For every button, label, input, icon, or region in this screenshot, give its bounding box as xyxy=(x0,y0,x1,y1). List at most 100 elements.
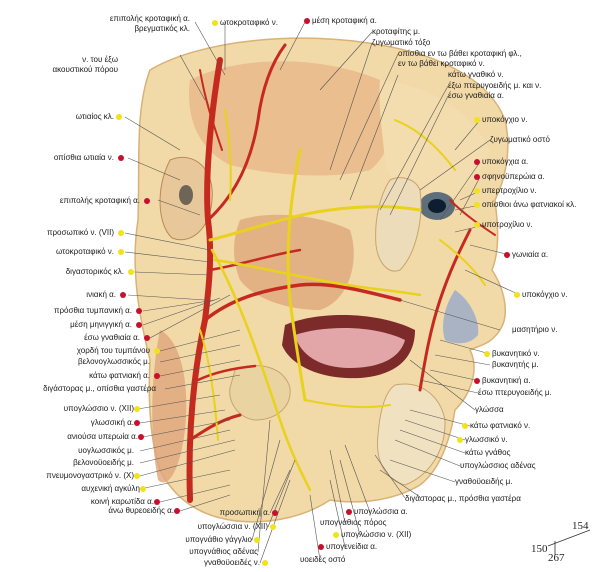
label-mylohyoid: γναθοϋοειδής μ. xyxy=(455,477,513,486)
nerve-marker xyxy=(116,114,122,120)
nerve-marker xyxy=(474,188,480,194)
label-posterior-superior-alveolar: οπίσθιοι άνω φατνιακοί κλ. xyxy=(482,200,577,209)
label-hypoglossal-nerve-bottom: υπογλώσσια ν. (XII) xyxy=(197,522,268,531)
label-ext-acoustic-nerve: ν. του έξω ακουστικού πόρου xyxy=(52,55,118,74)
artery-marker xyxy=(346,509,352,515)
label-ascending-palatine-artery: ανιούσα υπερωία α. xyxy=(67,432,138,441)
label-angular-artery: γωνιαία α. xyxy=(512,250,549,259)
label-ansa-cervicalis: αυχενική αγκύλη xyxy=(81,484,140,493)
label-middle-meningeal-artery: μέση μηνιγγική α. xyxy=(70,320,132,329)
nerve-marker xyxy=(474,202,480,208)
label-auriculotemporal-nerve-top: ωτοκροταφικό ν. xyxy=(220,18,278,27)
artery-marker xyxy=(474,159,480,165)
nerve-marker xyxy=(270,524,276,530)
page-number: 154 xyxy=(572,520,589,532)
nerve-marker xyxy=(154,348,160,354)
label-buccal-artery: βυκανητική α. xyxy=(482,376,531,385)
label-submental-artery: υπογενείδια α. xyxy=(326,542,378,551)
nerve-marker xyxy=(134,406,140,412)
nerve-marker xyxy=(484,351,490,357)
artery-marker xyxy=(144,198,150,204)
page-number-marks xyxy=(547,529,591,555)
label-infratrochlear-nerve: υποτροχίλιο ν. xyxy=(482,220,533,229)
label-styloglossus: βελονογλωσσικός μ. xyxy=(78,357,150,366)
page-number: 267 xyxy=(548,552,565,564)
label-chorda-tympani: χορδή του τυμπάνου xyxy=(76,346,150,355)
label-mylohyoid-nerve: γναθοϋοειδές ν. xyxy=(203,558,260,567)
label-lateral-pterygoid: έξω πτερυγοειδής μ. και ν. xyxy=(448,81,542,90)
nerve-marker xyxy=(514,292,520,298)
nerves xyxy=(199,109,486,492)
label-occipital-artery: ινιακή α. xyxy=(86,290,116,299)
nerve-marker xyxy=(457,437,463,443)
label-facial-artery: προσωπική α. xyxy=(219,508,270,517)
label-medial-pterygoid: έσω πτερυγοειδής μ. xyxy=(478,388,552,397)
label-digastric-anterior: διγάστορας μ., πρόσθια γαστέρα xyxy=(405,494,521,503)
label-internal-maxillary-artery-right: έσω γναθιαία α. xyxy=(448,91,504,100)
label-inferior-alveolar-nerve: κάτω φατνιακό ν. xyxy=(470,421,531,430)
artery-marker xyxy=(154,499,160,505)
artery-marker xyxy=(138,434,144,440)
label-posterior-auricular-nerve: οπίσθια ωτιαία ν. xyxy=(53,153,114,162)
label-buccal-nerve: βυκανητικό ν. xyxy=(492,349,540,358)
leader-lines xyxy=(124,21,521,564)
artery-marker xyxy=(504,252,510,258)
label-submandibular-duct: υπογνάθιος πόρος xyxy=(320,518,387,527)
artery-marker xyxy=(120,292,126,298)
label-sphenopalatine-artery: σφηνοϋπερώια α. xyxy=(482,172,545,181)
nerve-marker xyxy=(254,537,260,543)
artery-marker xyxy=(318,544,324,550)
label-superior-thyroid-artery: άνω θυρεοειδής α. xyxy=(108,506,174,515)
artery-marker xyxy=(134,420,140,426)
nerve-marker xyxy=(118,249,124,255)
label-lingual-artery: γλωσσική α. xyxy=(90,418,134,427)
label-tongue: γλώσσα xyxy=(475,405,504,414)
label-facial-nerve: προσωπικό ν. (VII) xyxy=(46,228,114,237)
label-sublingual-gland: υπογλώσσιος αδένας xyxy=(460,461,536,470)
label-infraorbital-nerve-lower: υποκόγχιο ν. xyxy=(522,290,568,299)
page-number: 150 xyxy=(531,543,548,555)
artery-marker xyxy=(304,18,310,24)
artery-marker xyxy=(136,308,142,314)
label-internal-maxillary-artery: έσω γναθιαία α. xyxy=(84,333,140,342)
artery-marker xyxy=(154,373,160,379)
arteries xyxy=(186,43,496,503)
nerve-marker xyxy=(474,117,480,123)
label-zygomatic-arch: ζυγωματικό τόξο xyxy=(372,38,431,47)
label-hyoid-bone: υοειδές οστό xyxy=(300,555,346,564)
label-submandibular-ganglion: υπογνάθιο γάγγλιο xyxy=(185,535,252,544)
label-common-carotid: κοινή καρωτίδα α. xyxy=(90,497,154,506)
label-infraorbital-nerve: υποκόγχιο ν. xyxy=(482,115,528,124)
label-digastric-branch: διγαστορικός κλ. xyxy=(65,267,124,276)
nerve-marker xyxy=(128,269,134,275)
artery-marker xyxy=(136,322,142,328)
nerve-marker xyxy=(140,486,146,492)
label-mandible: κάτω γνάθος xyxy=(465,448,511,457)
label-auriculotemporal-nerve: ωτοκροταφικό ν. xyxy=(56,247,114,256)
label-sublingual-artery: υπογλώσσια α. xyxy=(354,507,408,516)
label-superficial-temporal-artery-top: επιπολής κροταφική α. βρεγματικός κλ. xyxy=(109,14,190,33)
artery-marker xyxy=(272,510,278,516)
label-masseteric-nerve: μασητήριο ν. xyxy=(512,325,558,334)
nerve-marker xyxy=(462,423,468,429)
label-vagus-nerve: πνευμονογαστρικό ν. (X) xyxy=(46,471,134,480)
label-hyoglossus: υογλωσσικός μ. xyxy=(78,446,134,455)
label-submandibular-gland: υπογνάθιος αδένας xyxy=(189,547,258,556)
label-temporalis: κροταφίτης μ. xyxy=(372,27,421,36)
artery-marker xyxy=(474,378,480,384)
nerve-marker xyxy=(474,222,480,228)
label-supratrochlear-nerve: υπερτροχίλιο ν. xyxy=(482,186,537,195)
nerve-marker xyxy=(262,560,268,566)
label-lingual-nerve: γλωσσικό ν. xyxy=(465,435,508,444)
label-middle-temporal-artery: μέση κροταφική α. xyxy=(312,16,377,25)
artery-marker xyxy=(118,155,124,161)
label-superficial-temporal-artery: επιπολής κροταφική α. xyxy=(59,196,140,205)
nerve-marker xyxy=(134,473,140,479)
artery-marker xyxy=(144,335,150,341)
artery-marker xyxy=(474,174,480,180)
label-deep-temporal: οπίσθια εν τω βάθει κροταφική φλ., εν τω… xyxy=(398,49,522,68)
nerve-marker xyxy=(212,20,218,26)
label-buccinator: βυκανητής μ. xyxy=(492,360,539,369)
